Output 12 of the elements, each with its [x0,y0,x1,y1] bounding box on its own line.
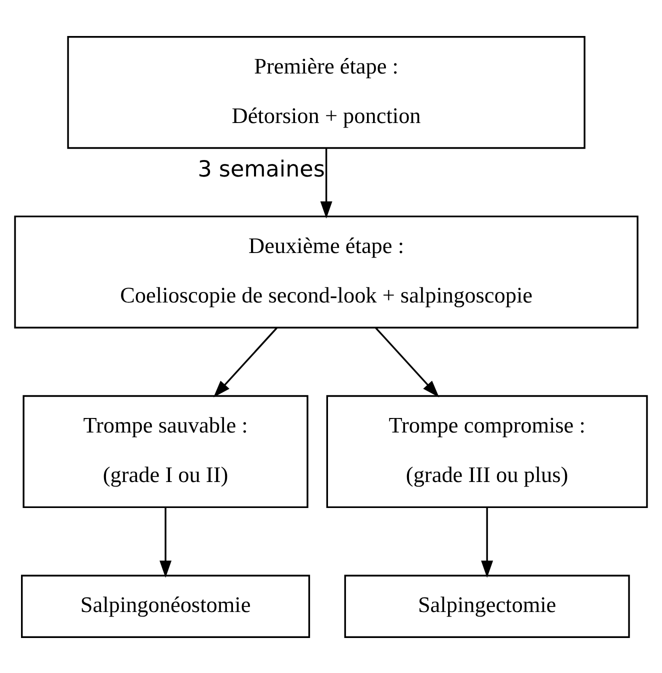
node-box: Salpingectomie [344,574,630,638]
node-box: Deuxième étape : Coelioscopie de second-look + salpingoscopie [14,215,638,328]
arrow [375,326,440,397]
node-box: Première étape : Détorsion + ponction [67,35,586,148]
arrow [213,326,278,397]
node-box: Trompe sauvable : (grade I ou II) [22,394,308,508]
node-box: Salpingonéostomie [21,574,310,638]
edge-label: 3 semaines [198,156,325,182]
node-box: Trompe compromise : (grade III ou plus) [326,394,648,508]
arrow [320,148,332,218]
arrow [481,507,494,578]
arrow [160,507,172,578]
